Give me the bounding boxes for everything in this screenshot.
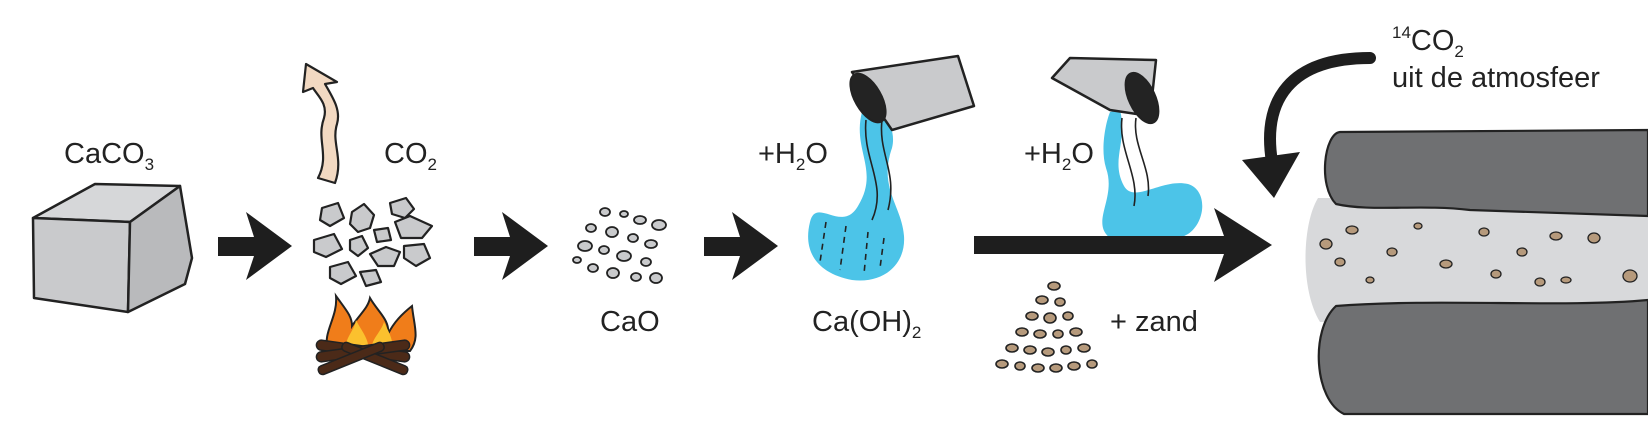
- pouring-bucket-icon: [808, 54, 976, 281]
- arrow-3: [704, 212, 778, 280]
- crushed-stone-icon: [312, 196, 434, 288]
- smoke-arrow-icon: [301, 62, 340, 185]
- label-sand: + zand: [1110, 306, 1198, 338]
- label-c14-co2: 14CO2: [1392, 23, 1464, 61]
- pouring-bucket-icon: [1050, 56, 1203, 247]
- label-atmosphere: uit de atmosfeer: [1392, 62, 1600, 94]
- campfire-icon: [315, 292, 417, 376]
- arrow-2: [474, 212, 548, 280]
- label-caco3: CaCO3: [64, 138, 155, 174]
- label-co2: CO2: [384, 138, 437, 174]
- brick-wall-icon: [1305, 128, 1648, 416]
- limestone-cube-icon: [31, 182, 194, 314]
- label-cao: CaO: [600, 306, 660, 338]
- arrow-1: [218, 212, 292, 280]
- label-water-2: +H2O: [1024, 138, 1094, 174]
- label-water-1: +H2O: [758, 138, 828, 174]
- sand-pile-icon: [995, 281, 1098, 373]
- long-arrow: [974, 208, 1272, 282]
- quicklime-pellets-icon: [572, 207, 667, 284]
- atmosphere-arrow: [1242, 52, 1376, 198]
- label-caoh2: Ca(OH)2: [812, 306, 922, 342]
